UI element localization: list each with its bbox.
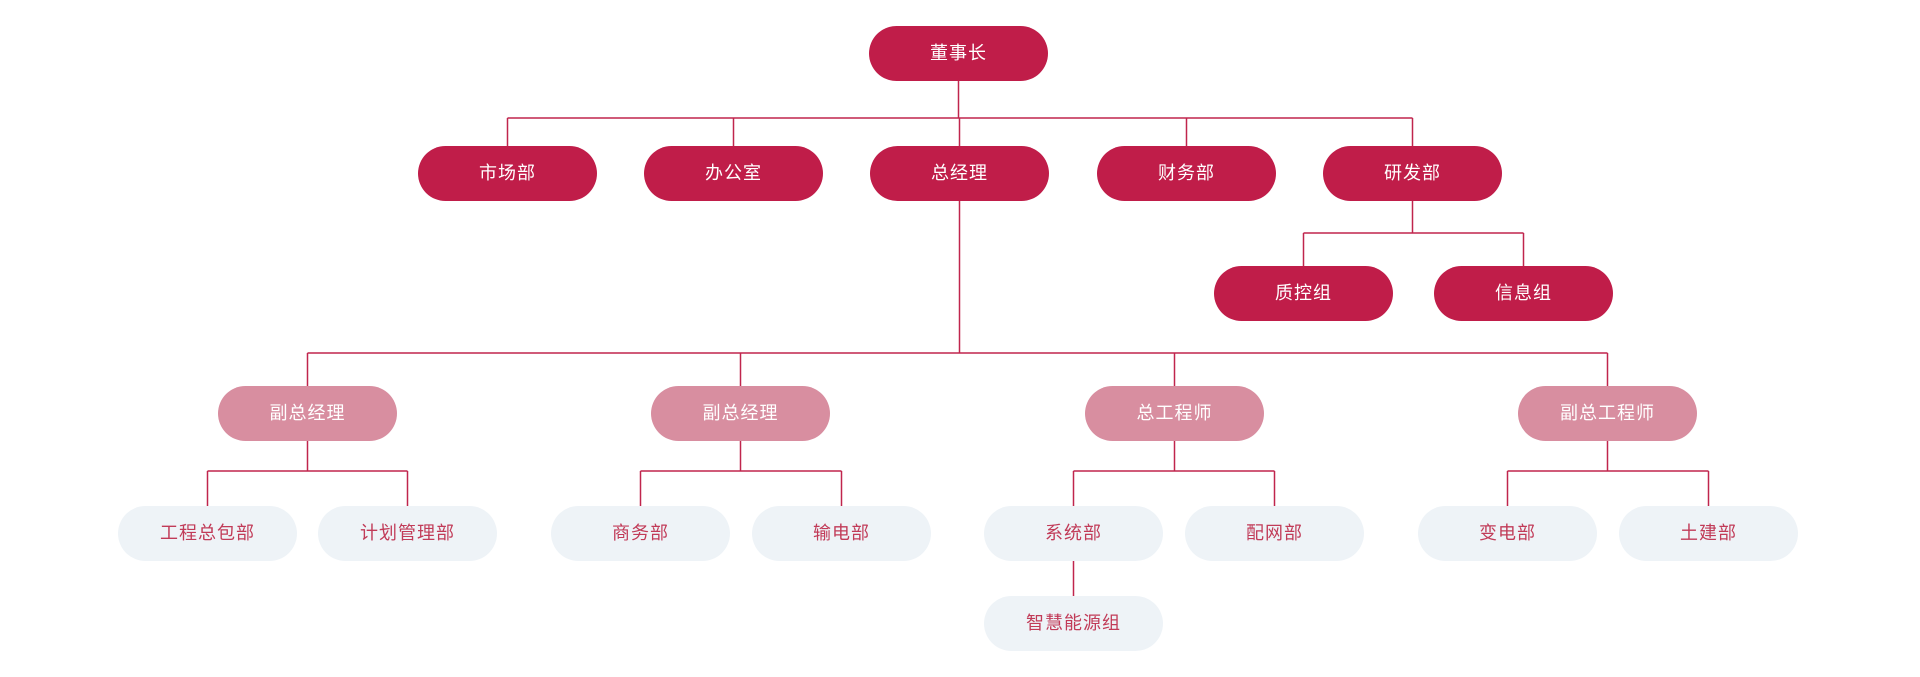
node-office[interactable]: 办公室 xyxy=(644,146,823,201)
node-deputy-gm-1[interactable]: 副总经理 xyxy=(218,386,397,441)
node-marketing-dept[interactable]: 市场部 xyxy=(418,146,597,201)
node-civil-dept[interactable]: 土建部 xyxy=(1619,506,1798,561)
node-commerce-dept[interactable]: 商务部 xyxy=(551,506,730,561)
connector-deputy-gm-1-children xyxy=(206,441,409,506)
node-epc-dept[interactable]: 工程总包部 xyxy=(118,506,297,561)
connector-deputy-chief-eng-children xyxy=(1506,441,1710,506)
node-transmission-dept[interactable]: 输电部 xyxy=(752,506,931,561)
node-systems-dept[interactable]: 系统部 xyxy=(984,506,1163,561)
node-finance-dept[interactable]: 财务部 xyxy=(1097,146,1276,201)
node-quality-control-group[interactable]: 质控组 xyxy=(1214,266,1393,321)
node-rnd-dept[interactable]: 研发部 xyxy=(1323,146,1502,201)
node-deputy-gm-2[interactable]: 副总经理 xyxy=(651,386,830,441)
node-substation-dept[interactable]: 变电部 xyxy=(1418,506,1597,561)
node-general-manager[interactable]: 总经理 xyxy=(870,146,1049,201)
connector-chief-engineer-children xyxy=(1072,441,1276,506)
node-chairman[interactable]: 董事长 xyxy=(869,26,1048,81)
node-chief-engineer[interactable]: 总工程师 xyxy=(1085,386,1264,441)
node-deputy-chief-engineer[interactable]: 副总工程师 xyxy=(1518,386,1697,441)
connector-deputy-gm-2-children xyxy=(639,441,843,506)
connector-rnd-children xyxy=(1302,201,1525,266)
node-planning-dept[interactable]: 计划管理部 xyxy=(318,506,497,561)
connector-gm-children xyxy=(306,201,1609,386)
node-information-group[interactable]: 信息组 xyxy=(1434,266,1613,321)
node-smart-energy-group[interactable]: 智慧能源组 xyxy=(984,596,1163,651)
connector-chairman-children xyxy=(506,81,1414,146)
node-distribution-dept[interactable]: 配网部 xyxy=(1185,506,1364,561)
